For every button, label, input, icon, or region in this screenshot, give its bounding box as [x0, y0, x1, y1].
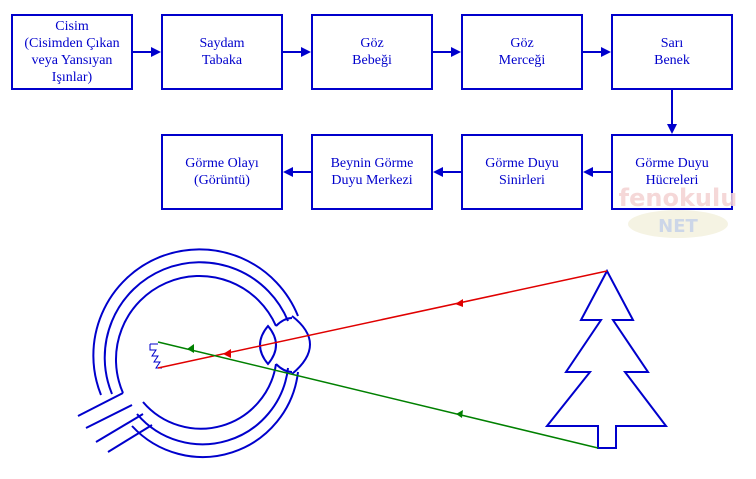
arrowhead-1 — [151, 47, 161, 57]
flow-arrows — [133, 47, 677, 177]
arrowhead-3 — [451, 47, 461, 57]
step-optic-nerves: Görme Duyu Sinirleri — [461, 134, 583, 210]
eye-lens — [259, 324, 277, 366]
step-object: Cisim (Cisimden Çıkan veya Yansıyan Işın… — [11, 14, 133, 90]
ray-green-arrowhead-1 — [456, 410, 463, 418]
step-lens: Göz Merceği — [461, 14, 583, 90]
ray-red-arrowhead-1 — [455, 299, 463, 307]
eye-choroid — [103, 261, 289, 395]
eye-sclera — [92, 248, 299, 396]
retina-image — [149, 343, 162, 369]
step-cornea: Saydam Tabaka — [161, 14, 283, 90]
step-yellow-spot: Sarı Benek — [611, 14, 733, 90]
iris-upper — [275, 317, 293, 327]
step-pupil: Göz Bebeği — [311, 14, 433, 90]
optic-nerve-1 — [77, 392, 124, 417]
eye-retina-lower — [142, 363, 277, 430]
optic-nerve-3 — [95, 413, 144, 443]
step-vision: Görme Olayı (Görüntü) — [161, 134, 283, 210]
arrowhead-8 — [283, 167, 293, 177]
ray-red-arrowhead-2 — [223, 349, 231, 358]
ray-green-arrowhead-2 — [187, 344, 194, 353]
eye-sclera-lower — [131, 371, 299, 458]
arrowhead-2 — [301, 47, 311, 57]
cornea — [291, 315, 311, 375]
step-visual-cells: Görme Duyu Hücreleri — [611, 134, 733, 210]
step-brain-center: Beynin Görme Duyu Merkezi — [311, 134, 433, 210]
arrowhead-5 — [667, 124, 677, 134]
arrowhead-4 — [601, 47, 611, 57]
iris-lower — [275, 363, 293, 373]
tree-object — [544, 268, 669, 449]
arrowhead-6 — [583, 167, 593, 177]
arrowhead-7 — [433, 167, 443, 177]
ray-green — [157, 341, 599, 449]
eye-choroid-lower — [136, 367, 289, 446]
ray-red — [157, 270, 608, 369]
eye-retina — [115, 274, 277, 394]
optic-nerve-2 — [85, 404, 133, 429]
optic-nerve-4 — [107, 424, 153, 453]
